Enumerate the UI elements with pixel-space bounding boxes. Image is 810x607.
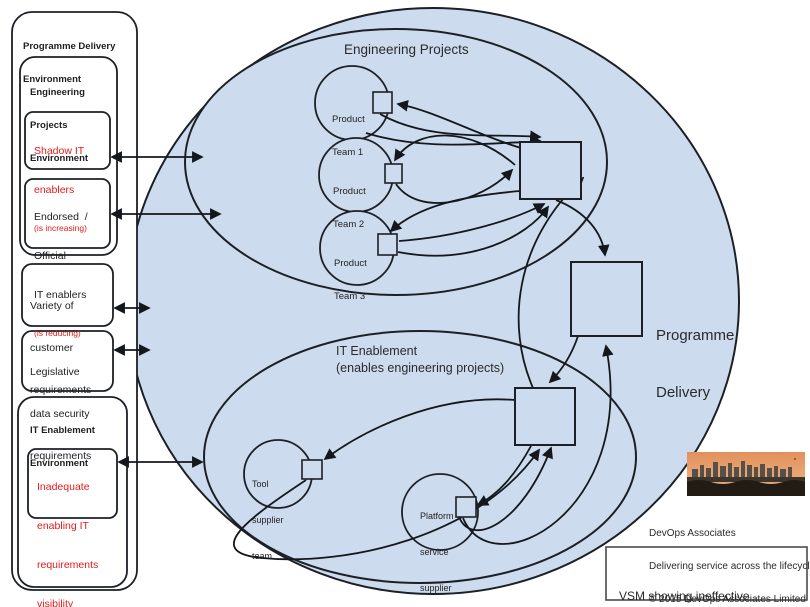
arrow-platform-to-it xyxy=(458,446,553,532)
arrow-it-to-tool xyxy=(323,398,516,461)
it-env-title: IT Enablement Environment xyxy=(30,425,95,469)
team3-square xyxy=(377,233,398,256)
inadequate-box xyxy=(27,448,118,519)
programme-env-title-l1: Programme Delivery xyxy=(23,41,116,52)
caption-text: VSM showing ineffective operations incre… xyxy=(619,589,750,607)
inadequate-label: Inadequate enabling IT requirements visi… xyxy=(37,481,99,607)
management-squares xyxy=(514,141,643,446)
arrow-eng-to-team2 xyxy=(394,134,516,166)
footer-brand: DevOps Associates xyxy=(649,528,736,539)
skyline-foreground xyxy=(687,480,805,496)
footer-tagline: Delivering service across the lifecycle xyxy=(649,561,810,572)
variety-box xyxy=(21,263,114,327)
legislative-box xyxy=(21,330,114,392)
skyline-buildings xyxy=(692,461,792,480)
programme-env-title: Programme Delivery Environment xyxy=(23,19,133,107)
skyline-horizon xyxy=(687,477,805,482)
caption-box xyxy=(605,546,808,601)
arrow-team1-to-eng xyxy=(379,113,542,143)
bird-speck xyxy=(794,458,796,460)
shadow-it-note: (is increasing) xyxy=(34,223,87,233)
legislative-label: Legislative data security requirements xyxy=(30,366,92,462)
arrow-team3b-to-eng xyxy=(397,205,550,257)
programme-env-title-l2: Environment xyxy=(23,74,82,85)
engineering-env-title: Engineering Projects Environment xyxy=(30,87,89,164)
platform-supplier-circle xyxy=(401,473,479,551)
it-management-square xyxy=(514,387,576,446)
product-team-2-label: Product Team 2 xyxy=(333,186,366,230)
team2-square xyxy=(384,163,403,184)
arrow-pd-to-it xyxy=(548,335,579,384)
shadow-it-box xyxy=(24,111,111,170)
endorsed-note: (is reducing) xyxy=(34,328,81,338)
engineering-projects-title: Engineering Projects xyxy=(344,42,469,57)
footer-credit: DevOps Associates Delivering service acr… xyxy=(649,506,810,607)
engineering-management-square xyxy=(519,141,582,200)
endorsed-label: Endorsed / Official IT enablers (is redu… xyxy=(34,185,106,364)
tool-supplier-label: Tool supplier team xyxy=(252,479,284,561)
arrow-eng-to-pd xyxy=(555,199,610,257)
team1-square xyxy=(372,91,393,114)
programme-delivery-square xyxy=(570,261,643,337)
endorsed-box xyxy=(24,178,111,249)
variety-label: Variety of customer requirements xyxy=(30,300,92,396)
arrow-it-to-eng xyxy=(517,176,585,389)
tool-square xyxy=(301,459,323,480)
product-team-3-label: Product Team 3 xyxy=(334,258,367,302)
skyline-photo xyxy=(687,452,805,496)
platform-supplier-label: Platform service supplier team xyxy=(420,511,454,593)
arrow-it-to-platform xyxy=(476,445,532,506)
footer-copyright: © 2015 DevOps Associates Limited xyxy=(649,594,806,605)
platform-square xyxy=(455,496,477,518)
it-enablement-title: IT Enablement xyxy=(336,344,418,358)
product-team-1-label: Product Team 1 xyxy=(332,114,365,158)
arrow-platform-to-pd xyxy=(462,344,614,545)
environment-arrows xyxy=(110,151,222,468)
shadow-it-label: Shadow IT enablers (is increasing) xyxy=(34,119,106,259)
left-panel-boxes xyxy=(11,11,138,591)
it-enablement-subtitle: (enables engineering projects) xyxy=(336,361,505,375)
arrow-eng-to-team3 xyxy=(389,190,521,233)
programme-delivery-label: Programme Delivery xyxy=(656,327,735,401)
team-squares xyxy=(301,91,477,518)
arrow-team3-to-eng xyxy=(398,203,546,242)
